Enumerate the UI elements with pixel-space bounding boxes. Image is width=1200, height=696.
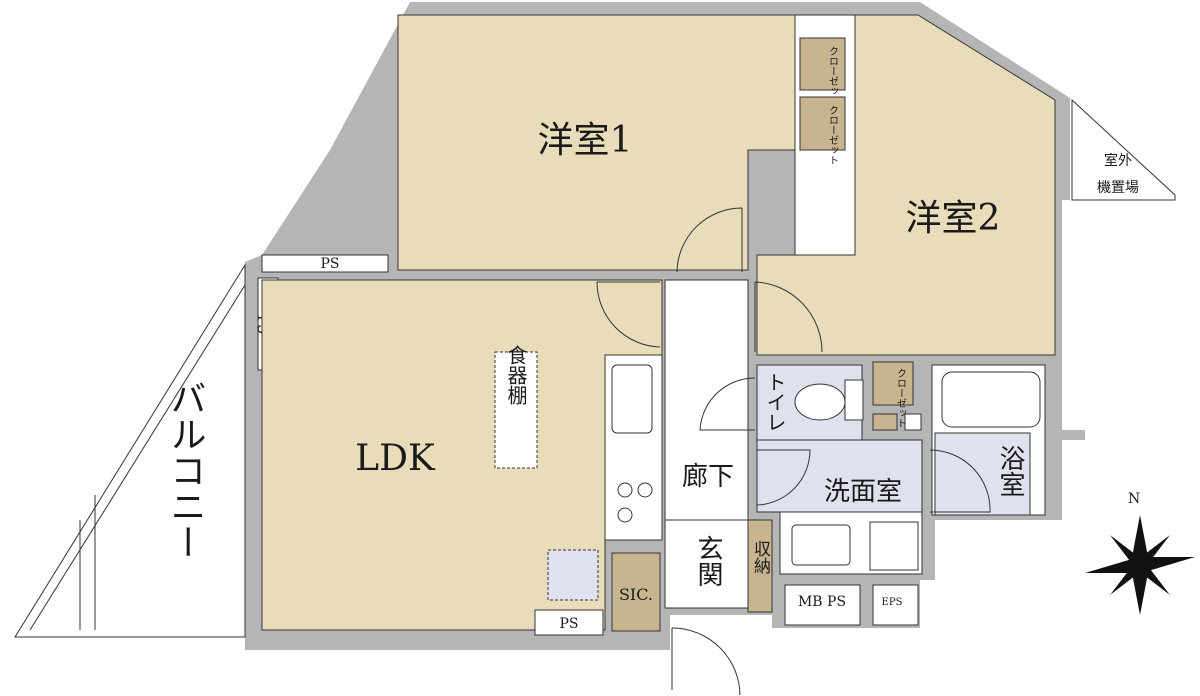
western-room-1-label: 洋室1 [538,120,633,161]
storage [747,519,773,613]
entrance-door[interactable] [671,627,741,696]
closet-label: クローゼット [895,368,907,428]
stove [617,482,633,498]
north-label: N [1128,491,1140,507]
balcony-label: バルコニー [165,380,206,560]
toilet-label: トイレ [763,372,787,432]
door[interactable] [676,207,743,273]
sic-label: SIC. [619,585,653,604]
outdoor-unit-label: 室外 [1104,152,1132,169]
washroom [756,439,923,513]
ldk-label: LDK [355,438,436,479]
corridor-label: 廊下 [682,462,734,492]
entrance-label: 玄関 [693,535,723,587]
bathroom-label: 浴室 [995,445,1025,497]
sink [611,364,653,434]
western-room-2-label: 洋室2 [906,198,1001,239]
closet-label: クローゼット [827,46,839,106]
door[interactable] [699,377,756,431]
washroom-label: 洗面室 [824,477,902,507]
balcony-label-text: バルコニー [165,380,206,560]
door[interactable] [929,449,991,513]
balcony [14,263,246,638]
door[interactable] [754,281,823,353]
door[interactable] [756,449,811,506]
ps-label: PS [559,616,578,632]
closet [872,361,914,406]
storage-label: 収納 [750,540,771,575]
outdoor-unit-space [1071,98,1176,201]
ldk [261,279,663,631]
north-compass-icon: N [1085,491,1195,615]
ps-label: PS [320,256,339,272]
sic [611,552,661,632]
door[interactable] [596,281,661,348]
corridor [664,279,749,521]
closet-label: クローゼット [827,105,839,165]
mbps-label: MB PS [798,594,846,610]
bathroom [934,432,1031,516]
entrance [664,519,749,609]
closet [799,96,846,151]
eps-label: EPS [882,597,903,608]
dish-shelf-label: 食器棚 [504,345,528,405]
closet [799,37,846,91]
outdoor-unit-label: 機置場 [1097,180,1139,196]
